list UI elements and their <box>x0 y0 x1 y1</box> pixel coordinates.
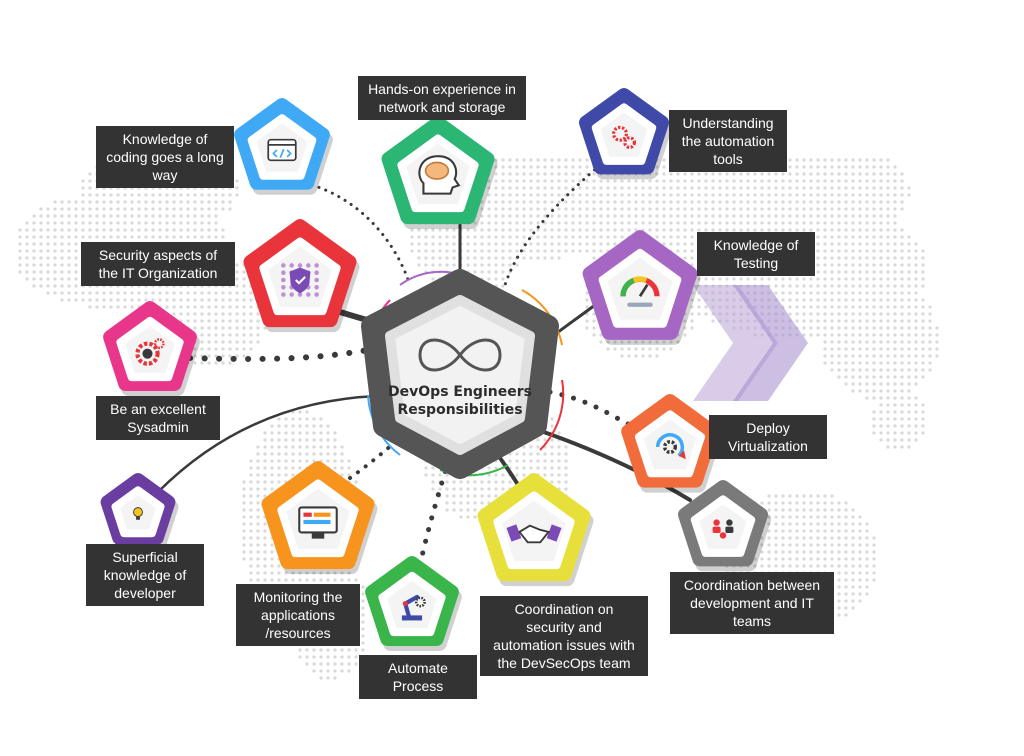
label-line: Security aspects of <box>98 247 218 263</box>
security-shield-icon <box>281 263 319 297</box>
label-line: /resources <box>265 625 331 641</box>
connector-line <box>503 163 602 287</box>
label-line: Be an excellent <box>110 401 206 417</box>
label-line: Sysadmin <box>127 419 189 435</box>
label-line: tools <box>713 151 743 167</box>
node-automation-tools <box>579 88 672 180</box>
node-network <box>381 116 498 230</box>
label-developer: Superficial knowledge of developer <box>86 544 204 606</box>
connector-line <box>536 428 692 502</box>
label-line: developer <box>114 585 176 601</box>
robot-arm-icon <box>401 594 426 621</box>
node-devsecops <box>477 473 594 587</box>
team-people-icon <box>712 519 734 539</box>
label-line: Coordination on <box>514 601 614 617</box>
label-line: Deploy <box>746 420 790 436</box>
label-line: Hands-on experience in <box>368 81 516 97</box>
label-line: teams <box>732 613 772 629</box>
node-automate <box>365 556 462 651</box>
gauge-icon <box>620 276 660 307</box>
label-line: network and storage <box>378 99 506 115</box>
label-line: Monitoring the <box>253 589 343 605</box>
gears-icon <box>611 125 636 150</box>
label-line: Coordination between <box>683 577 821 593</box>
label-network: Hands-on experience in network and storag… <box>358 76 526 120</box>
node-developer <box>100 473 179 550</box>
label-line: Knowledge of <box>713 237 799 253</box>
label-line: Process <box>392 678 444 694</box>
brain-head-icon <box>418 155 461 195</box>
connector-line <box>547 389 633 428</box>
label-line: way <box>152 167 178 183</box>
infinity-icon <box>418 338 502 372</box>
handshake-icon <box>506 524 562 544</box>
label-line: Testing <box>733 255 779 271</box>
label-testing: Knowledge of Testing <box>697 232 815 276</box>
node-testing <box>582 230 701 345</box>
label-monitoring: Monitoring the applications/resources <box>236 584 360 646</box>
center-title-line2: Responsibilities <box>397 402 523 418</box>
connector-line <box>156 394 380 494</box>
label-line: development and IT <box>690 595 814 611</box>
label-line: the automation <box>681 133 775 149</box>
label-line: Knowledge of <box>122 131 208 147</box>
label-line: applications <box>261 607 335 623</box>
code-window-icon <box>267 138 297 162</box>
node-monitoring <box>261 461 378 575</box>
node-virtualization <box>621 394 722 493</box>
label-line: coding goes a long <box>106 149 224 165</box>
node-coding <box>234 98 333 195</box>
admin-gear-icon <box>135 338 165 366</box>
label-devsecops: Coordination on security and automation is… <box>480 596 648 676</box>
node-sysadmin <box>103 301 200 396</box>
label-security: Security aspects of the IT Organization <box>81 242 235 286</box>
label-line: the DevSecOps team <box>497 655 631 671</box>
connector-line <box>417 462 450 568</box>
connector-line <box>310 183 412 287</box>
label-automation-tools: Understanding the automation tools <box>669 110 787 172</box>
center-title: DevOps Engineers Responsibilities <box>372 383 548 419</box>
label-coordination: Coordination between development and IT te… <box>670 572 834 634</box>
label-line: Superficial <box>112 549 178 565</box>
center-title-line1: DevOps Engineers <box>388 384 532 400</box>
node-security <box>243 219 360 333</box>
label-line: Automate <box>388 660 448 676</box>
label-line: knowledge of <box>103 567 187 583</box>
label-coding: Knowledge of coding goes a long way <box>96 126 234 188</box>
label-line: security and <box>526 619 602 635</box>
label-line: Virtualization <box>728 438 808 454</box>
lightbulb-icon <box>133 507 143 520</box>
deploy-cycle-icon <box>655 433 686 460</box>
label-line: Understanding <box>682 115 774 131</box>
node-coordination <box>678 480 771 572</box>
label-line: the IT Organization <box>98 265 218 281</box>
monitor-icon <box>298 506 338 539</box>
label-line: automation issues with <box>493 637 635 653</box>
